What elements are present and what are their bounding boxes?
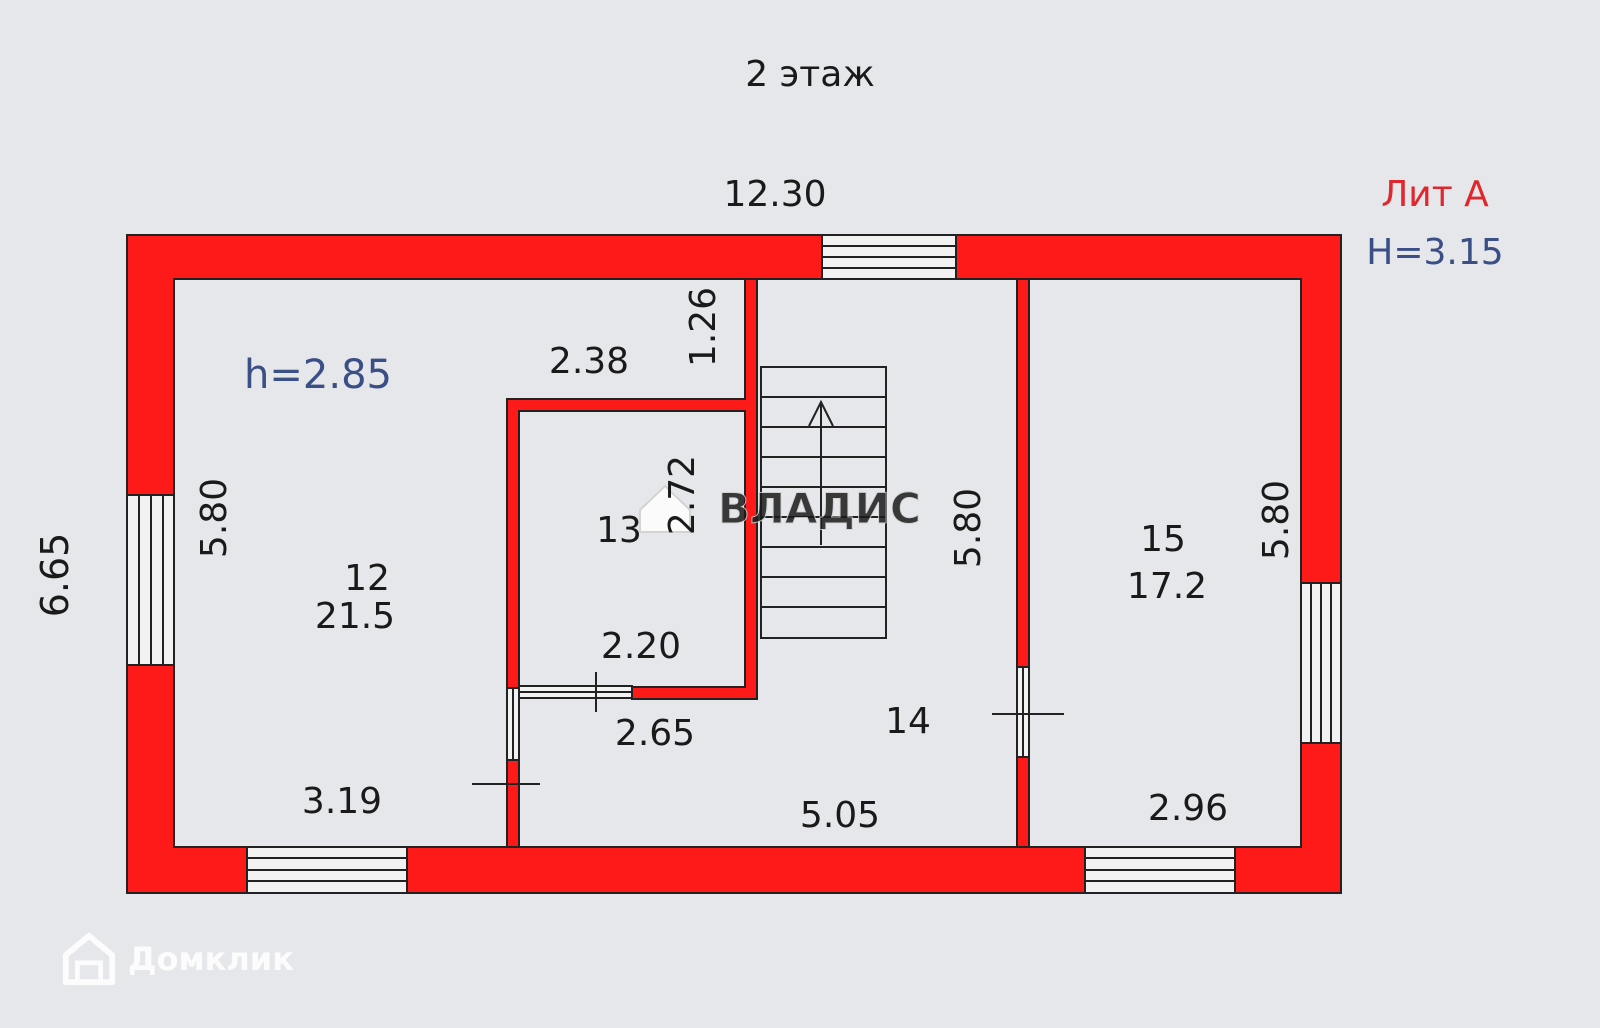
stair-direction-arrow xyxy=(808,399,834,545)
domclick-watermark: Домклик xyxy=(60,930,294,988)
dim-top-total: 12.30 xyxy=(723,174,826,215)
room-15-length: 5.80 xyxy=(1256,480,1297,560)
room-13-number: 13 xyxy=(596,510,642,551)
room-15-area: 17.2 xyxy=(1127,566,1207,607)
height-room: h=2.85 xyxy=(244,352,392,398)
room-12-number: 12 xyxy=(344,558,390,599)
room-14-dim-c: 1.26 xyxy=(683,287,724,367)
partition-room-15 xyxy=(1016,278,1030,848)
room-14-dim-b: 2.38 xyxy=(549,341,629,382)
room-13-length: 2.72 xyxy=(662,455,703,535)
window-right xyxy=(1300,582,1342,744)
room-14-length: 5.80 xyxy=(948,488,989,568)
door-room-15 xyxy=(992,666,1064,758)
door-room-13 xyxy=(518,672,633,712)
window-top xyxy=(821,234,957,280)
dim-left-total: 6.65 xyxy=(33,533,77,618)
lit-label: Лит А xyxy=(1381,174,1489,215)
room-14-width: 5.05 xyxy=(800,795,880,836)
room-14-number: 14 xyxy=(885,701,931,742)
room-12-width: 3.19 xyxy=(302,781,382,822)
domclick-label: Домклик xyxy=(128,940,294,978)
window-left xyxy=(126,494,175,666)
floor-title: 2 этаж xyxy=(745,54,875,95)
height-total: H=3.15 xyxy=(1366,232,1503,273)
room-15-number: 15 xyxy=(1140,519,1186,560)
room-13-width: 2.20 xyxy=(601,626,681,667)
room-12-length: 5.80 xyxy=(194,478,235,558)
room-15-width: 2.96 xyxy=(1148,788,1228,829)
staircase xyxy=(760,366,887,639)
vladis-watermark: ВЛАДИС xyxy=(639,484,921,534)
vladis-logo-icon xyxy=(639,484,691,533)
window-bottom-right xyxy=(1084,846,1236,894)
svg-text:ВЛАДИС: ВЛАДИС xyxy=(718,484,921,533)
door-room-12 xyxy=(472,687,540,785)
room-12-area: 21.5 xyxy=(315,596,395,637)
room-14-dim-a: 2.65 xyxy=(615,713,695,754)
domclick-logo-icon xyxy=(62,932,116,986)
window-bottom-left xyxy=(246,846,408,894)
